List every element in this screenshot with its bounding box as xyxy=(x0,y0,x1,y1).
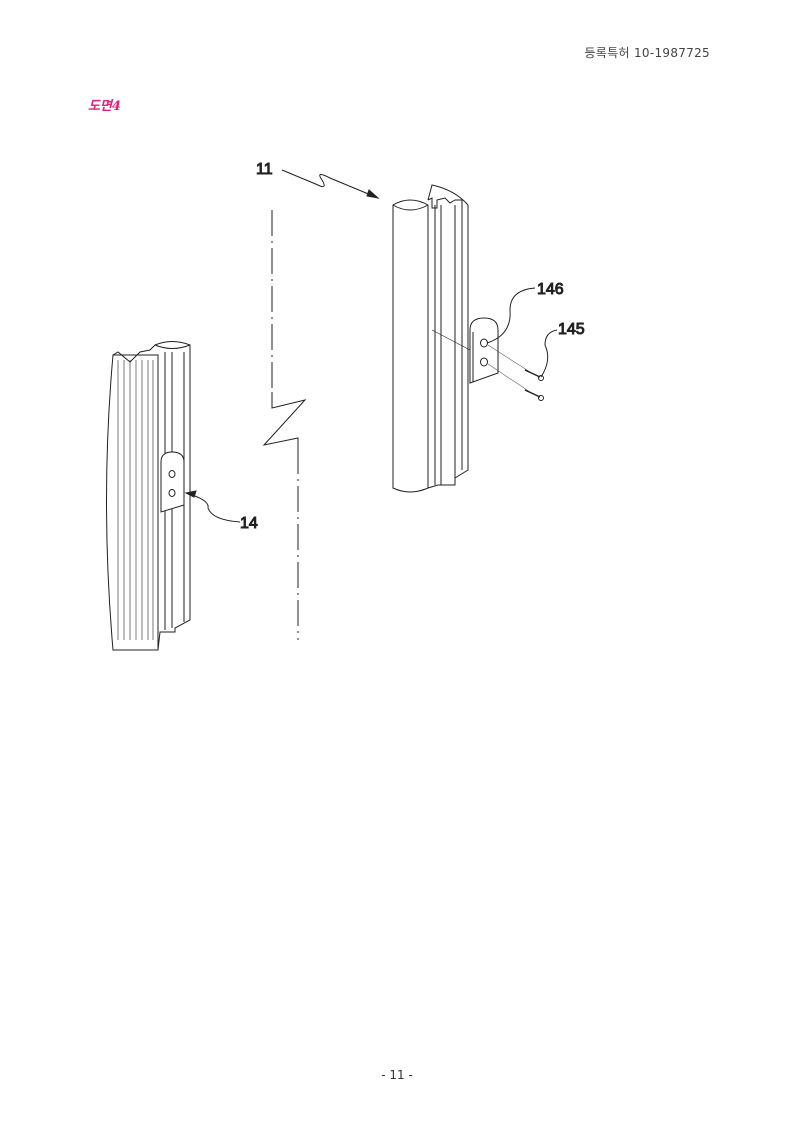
label-14: 14 xyxy=(240,515,258,532)
figure-title: 도면4 xyxy=(88,99,121,114)
break-line xyxy=(271,210,299,640)
profile-11 xyxy=(392,184,544,493)
label-11: 11 xyxy=(256,161,273,178)
label-145: 145 xyxy=(558,321,585,338)
label-146: 146 xyxy=(537,281,564,298)
leader-146 xyxy=(486,287,536,344)
leader-11 xyxy=(281,169,379,199)
profile-14 xyxy=(106,341,191,651)
patent-number-header: 등록특허 10-1987725 xyxy=(584,46,710,60)
break-zigzag xyxy=(262,392,307,448)
leader-14 xyxy=(185,492,241,523)
leader-145 xyxy=(540,329,558,378)
page-number: - 11 - xyxy=(381,1068,413,1082)
